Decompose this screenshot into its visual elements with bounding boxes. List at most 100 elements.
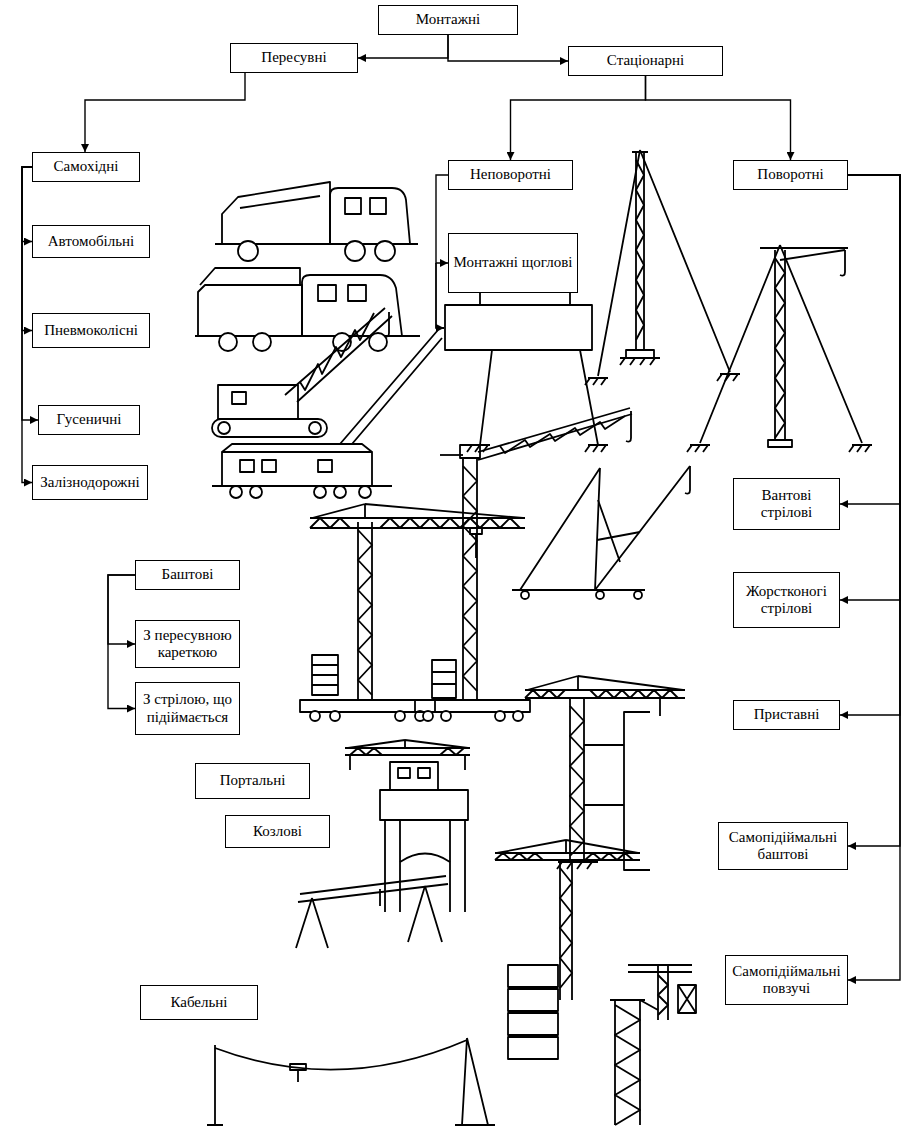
railway-crane [359, 486, 371, 498]
climbing-crane [658, 965, 668, 1020]
crawler-crane [218, 385, 298, 419]
tower-crane-trolley [330, 711, 340, 721]
pneumatic-wheel-crane [219, 333, 237, 351]
category-box: Портальні [195, 763, 310, 799]
connector-arrow [22, 167, 38, 420]
category-box: Неповоротні [448, 160, 573, 190]
box-label: Баштові [162, 566, 214, 583]
tower-crane-trolley [300, 504, 525, 721]
category-box: Самохідні [32, 152, 140, 182]
railway-crane [334, 486, 346, 498]
climbing-crane [678, 985, 696, 1013]
truck-crane [345, 198, 361, 214]
climbing-crane [615, 1000, 640, 1125]
blank-box [436, 263, 444, 328]
portal-crane [380, 790, 468, 820]
cable-crane [215, 1040, 467, 1070]
tower-crane-trolley [310, 711, 320, 721]
pneumatic-wheel-crane [198, 285, 302, 336]
guyed-derrick [760, 248, 848, 260]
category-box: Баштові [135, 560, 240, 590]
crawler-crane [309, 422, 321, 434]
self-climbing-tower-crane [495, 853, 640, 860]
guyed-derrick [775, 250, 785, 440]
tower-crane-luffing-boom [463, 466, 477, 691]
tower-crane-trolley [470, 528, 482, 534]
tower-crane-luffing-boom [626, 411, 631, 442]
cable-crane [207, 1045, 223, 1125]
tower-crane-luffing-boom [513, 711, 523, 721]
box-label: Вантові стрілові [738, 487, 835, 522]
category-box: Самопідіймальні повзучі [725, 955, 848, 1005]
category-box: Стаціонарні [568, 46, 723, 76]
connector-arrow [108, 575, 135, 644]
box-label: Автомобільні [48, 233, 134, 250]
category-box: Монтажні [378, 5, 518, 35]
stiff-leg-derrick [512, 466, 690, 590]
self-climbing-tower-crane [560, 868, 572, 988]
tower-crane-trolley [395, 711, 405, 721]
connector-arrow [646, 76, 791, 160]
truck-crane [240, 196, 320, 208]
guyed-derrick [775, 258, 785, 438]
stiff-leg-derrick [596, 591, 604, 599]
tower-crane-luffing-boom [460, 445, 480, 458]
railway-crane [250, 486, 262, 498]
truck-crane [345, 241, 365, 261]
railway-crane [222, 444, 372, 452]
stiff-leg-derrick [512, 466, 690, 599]
truck-crane [330, 188, 410, 244]
portal-crane [400, 854, 450, 863]
pneumatic-wheel-crane [200, 268, 300, 285]
tower-crane-luffing-boom [415, 408, 632, 721]
gantry-crane [296, 876, 448, 948]
climbing-crane [658, 975, 668, 1015]
attached-tower-crane [525, 690, 678, 698]
railway-crane [212, 330, 442, 498]
pneumatic-wheel-crane [302, 275, 402, 336]
attached-tower-crane [527, 676, 683, 690]
attached-tower-crane [659, 698, 661, 716]
crawler-crane [285, 308, 392, 402]
attached-tower-crane [570, 698, 584, 860]
guyed-mast [620, 358, 660, 365]
climbing-crane [615, 1005, 640, 1125]
self-climbing-tower-crane [508, 989, 558, 1011]
guyed-derrick [687, 445, 710, 452]
truck-crane [215, 182, 418, 261]
connector-arrow [358, 35, 448, 58]
box-label: Поворотні [757, 166, 823, 183]
railway-crane [262, 460, 276, 472]
box-label: Портальні [220, 772, 286, 789]
crane-drawing [195, 150, 872, 1125]
category-box: Вантові стрілові [733, 478, 840, 530]
portal-crane [418, 768, 430, 778]
self-climbing-tower-crane [508, 1013, 558, 1035]
box-label: Неповоротні [470, 166, 551, 183]
connector-arrow [436, 175, 448, 263]
category-box: Пневмоколісні [32, 313, 150, 348]
category-box: Пересувні [230, 43, 358, 73]
crawler-crane [212, 419, 327, 437]
climbing-crane [640, 1000, 658, 1010]
box-label: Самопідіймальні баштові [723, 829, 843, 864]
portal-crane [385, 820, 465, 912]
cable-crane [455, 1038, 495, 1125]
box-label: Кабельні [170, 994, 227, 1011]
tower-crane-luffing-boom [432, 672, 456, 684]
tower-crane-luffing-boom [441, 711, 451, 721]
category-box: З пересувною кареткою [135, 620, 240, 668]
self-climbing-tower-crane [495, 840, 640, 1059]
portal-crane [345, 748, 470, 755]
crawler-crane [300, 313, 374, 390]
category-box: Гусеничні [38, 405, 140, 435]
box-label: Козлові [253, 823, 302, 840]
tower-crane-luffing-boom [432, 660, 456, 698]
attached-tower-crane [570, 706, 584, 856]
self-climbing-tower-crane [508, 965, 558, 987]
tower-crane-trolley [358, 522, 372, 700]
blank-box [445, 305, 592, 350]
attached-tower-crane [584, 745, 624, 805]
mast-trestle [480, 350, 598, 445]
